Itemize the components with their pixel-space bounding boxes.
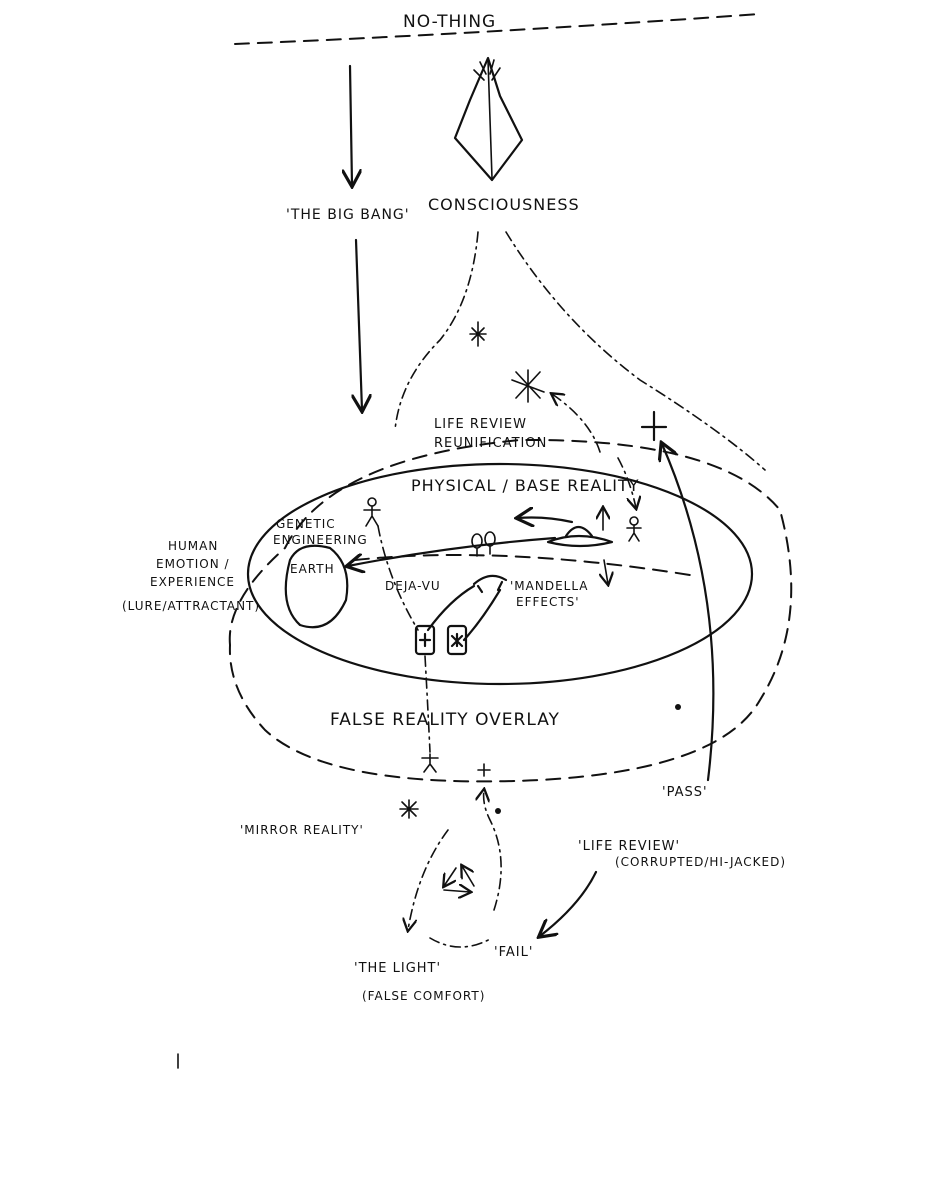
deja-vu-label: DEJA-VU [385,579,441,593]
reunification-label: REUNIFICATION [434,436,548,451]
fail-label: 'FAIL' [494,945,534,960]
falling-figure-icon [421,753,439,773]
consciousness-diamond-icon [453,56,524,182]
effects-label: EFFECTS' [516,595,580,609]
descent-dashed-line [424,655,431,753]
physical-base-reality-ellipse [246,462,754,686]
pod-icon [414,624,436,656]
no-thing-label: NO-THING [403,12,497,32]
mirror-reality-label: 'MIRROR REALITY' [240,823,364,837]
human-label: HUMAN [168,539,219,553]
pass-label: 'PASS' [662,785,708,800]
star-icon [469,321,487,347]
genetic-label: GENETIC [276,517,336,531]
reticulum-arrow [518,518,574,523]
small-star-icon [477,763,491,777]
big-bang-arrow [350,64,352,185]
archway-to-pod-line [426,584,476,632]
archway-icon [472,574,508,594]
deja-vu-dashed-line [377,525,419,631]
mirror-loop-right-dashed [484,790,502,911]
cone-right-dashed [505,231,766,471]
cone-left-dashed [394,231,479,431]
dashed-arrow-to-sparkle [552,394,601,453]
mirror-loop-bottom-dashed [429,937,493,948]
sparkle-star-icon [511,369,545,403]
mirror-star-icon [399,799,419,819]
inner-dashed-line [354,554,691,576]
dot-marker [675,704,681,710]
false-reality-overlay-ring [228,438,793,783]
earth-circle [284,544,349,629]
recycle-icon [444,866,475,892]
experience-label: EXPERIENCE [150,575,236,589]
engineering-label: ENGINEERING [273,533,368,547]
corrupted-life-review-arrow [540,870,598,936]
the-light-label: 'THE LIGHT' [354,961,442,976]
emotion-label: EMOTION / [156,557,230,571]
earth-label: EARTH [290,562,335,576]
pass-arrow [662,444,715,782]
consciousness-label: CONSCIOUSNESS [428,195,580,214]
reunification-dashed-arrow [617,457,636,508]
stick-figure-top [363,497,381,527]
corrupted-hijacked-label: (CORRUPTED/HI-JACKED) [615,855,787,869]
life-review-bottom-label: 'LIFE REVIEW' [578,839,681,854]
big-bang-arrow-lower [356,238,362,410]
ufo-to-earth-arrow [348,536,557,566]
pod-icon [446,624,468,656]
alien-figures-icon [471,531,496,557]
physical-base-reality-label: PHYSICAL / BASE REALITY [411,476,640,495]
ufo-down-arrow [604,559,608,584]
ufo-icon [546,525,614,548]
small-dot-marker [495,808,501,814]
archway-to-pod-line-2 [462,588,502,642]
mandella-label: 'MANDELLA [510,579,589,593]
false-comfort-label: (FALSE COMFORT) [362,989,486,1003]
lure-attractant-label: (LURE/ATTRACTANT) [122,599,261,613]
four-point-star-icon [640,410,668,442]
mirror-loop-left-dashed [408,829,449,930]
false-reality-overlay-label: FALSE REALITY OVERLAY [330,710,560,730]
life-review-top-label: LIFE REVIEW [434,417,527,432]
stick-figure-right [626,516,642,542]
big-bang-label: 'THE BIG BANG' [286,207,410,223]
top-dashed-horizon [234,13,761,45]
